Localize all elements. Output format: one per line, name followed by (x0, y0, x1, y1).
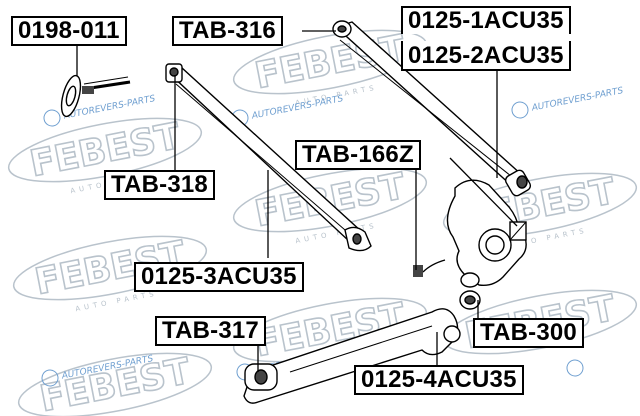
label-tab-317: TAB-317 (155, 316, 266, 346)
camber-bolt-drawing (60, 74, 131, 118)
site-watermark: AUTOREVERS-PARTS (43, 94, 156, 127)
label-0125-2acu35: 0125-2ACU35 (401, 41, 571, 71)
label-0125-4acu35: 0125-4ACU35 (354, 365, 524, 395)
site-watermark (566, 359, 584, 377)
label-0125-1acu35: 0125-1ACU35 (401, 6, 571, 34)
lower-control-arm-drawing (243, 290, 481, 404)
label-0125-3acu35: 0125-3ACU35 (134, 262, 304, 292)
leader-line (449, 157, 518, 227)
svg-text:AUTOREVERS-PARTS: AUTOREVERS-PARTS (530, 86, 624, 114)
site-watermark: AUTOREVERS-PARTS (511, 86, 624, 119)
label-tab-300: TAB-300 (473, 318, 584, 348)
lower-rear-arm-drawing (165, 63, 372, 252)
svg-text:FEBEST: FEBEST (252, 166, 409, 235)
upper-rear-arm-drawing (332, 20, 532, 197)
label-0198-011: 0198-011 (11, 16, 127, 46)
parts-layer (60, 20, 532, 404)
label-tab-318: TAB-318 (104, 170, 215, 200)
watermark-logo: FEBEST (17, 350, 213, 416)
knuckle-drawing (413, 179, 527, 288)
leader-lines (76, 30, 518, 372)
label-tab-316: TAB-316 (172, 16, 283, 46)
label-tab-166z: TAB-166Z (295, 140, 421, 170)
